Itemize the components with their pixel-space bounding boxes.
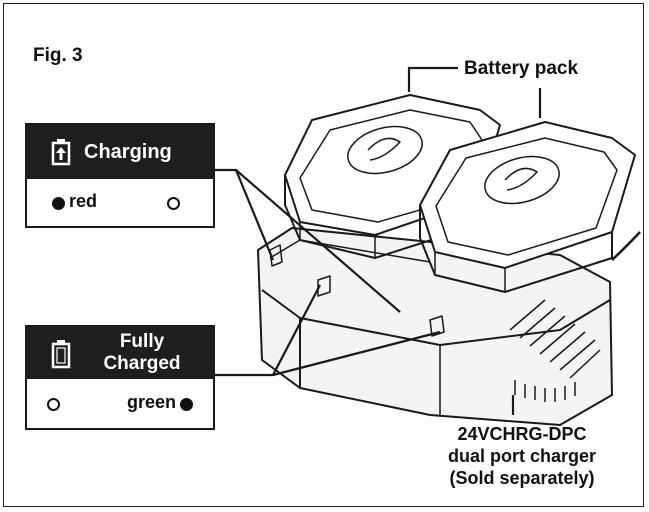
fully-charged-panel: Fully Charged green — [25, 325, 215, 430]
battery-full-icon — [51, 340, 71, 369]
battery-pack-2 — [419, 121, 636, 293]
charger-description: dual port charger — [447, 446, 597, 466]
fully-charged-indicator-row: green — [27, 379, 213, 428]
led-off-icon — [47, 398, 60, 411]
charger-note: (Sold separately) — [449, 468, 595, 488]
red-label: red — [69, 191, 98, 211]
charging-indicator-row: red — [27, 179, 213, 226]
fully-charged-title: Fully Charged — [89, 331, 195, 375]
green-led-on-icon — [180, 398, 193, 411]
battery-pack-callout: Battery pack — [464, 58, 579, 79]
power-cord — [611, 231, 641, 261]
charging-title: Charging — [84, 141, 172, 163]
battery-charging-icon — [51, 139, 71, 166]
led-off-icon — [167, 197, 180, 210]
charger-callout: 24VCHRG-DPC dual port charger (Sold sepa… — [417, 423, 627, 489]
leader-fully-charged — [215, 284, 441, 377]
fully-charged-panel-header: Fully Charged — [27, 327, 213, 379]
charging-panel: Charging red — [25, 123, 215, 228]
vent-grille — [509, 299, 601, 402]
leader-charging — [215, 168, 401, 313]
red-led-on-icon — [52, 197, 65, 210]
fully-charged-title-line-1: Fully — [119, 331, 165, 352]
charging-panel-header: Charging — [27, 125, 213, 179]
figure-frame — [3, 3, 644, 507]
green-label: green — [127, 392, 177, 412]
leader-battery-pack — [407, 66, 458, 92]
figure-label: Fig. 3 — [33, 45, 83, 66]
charger-model: 24VCHRG-DPC — [457, 424, 587, 444]
fully-charged-title-line-2: Charged — [103, 353, 181, 374]
